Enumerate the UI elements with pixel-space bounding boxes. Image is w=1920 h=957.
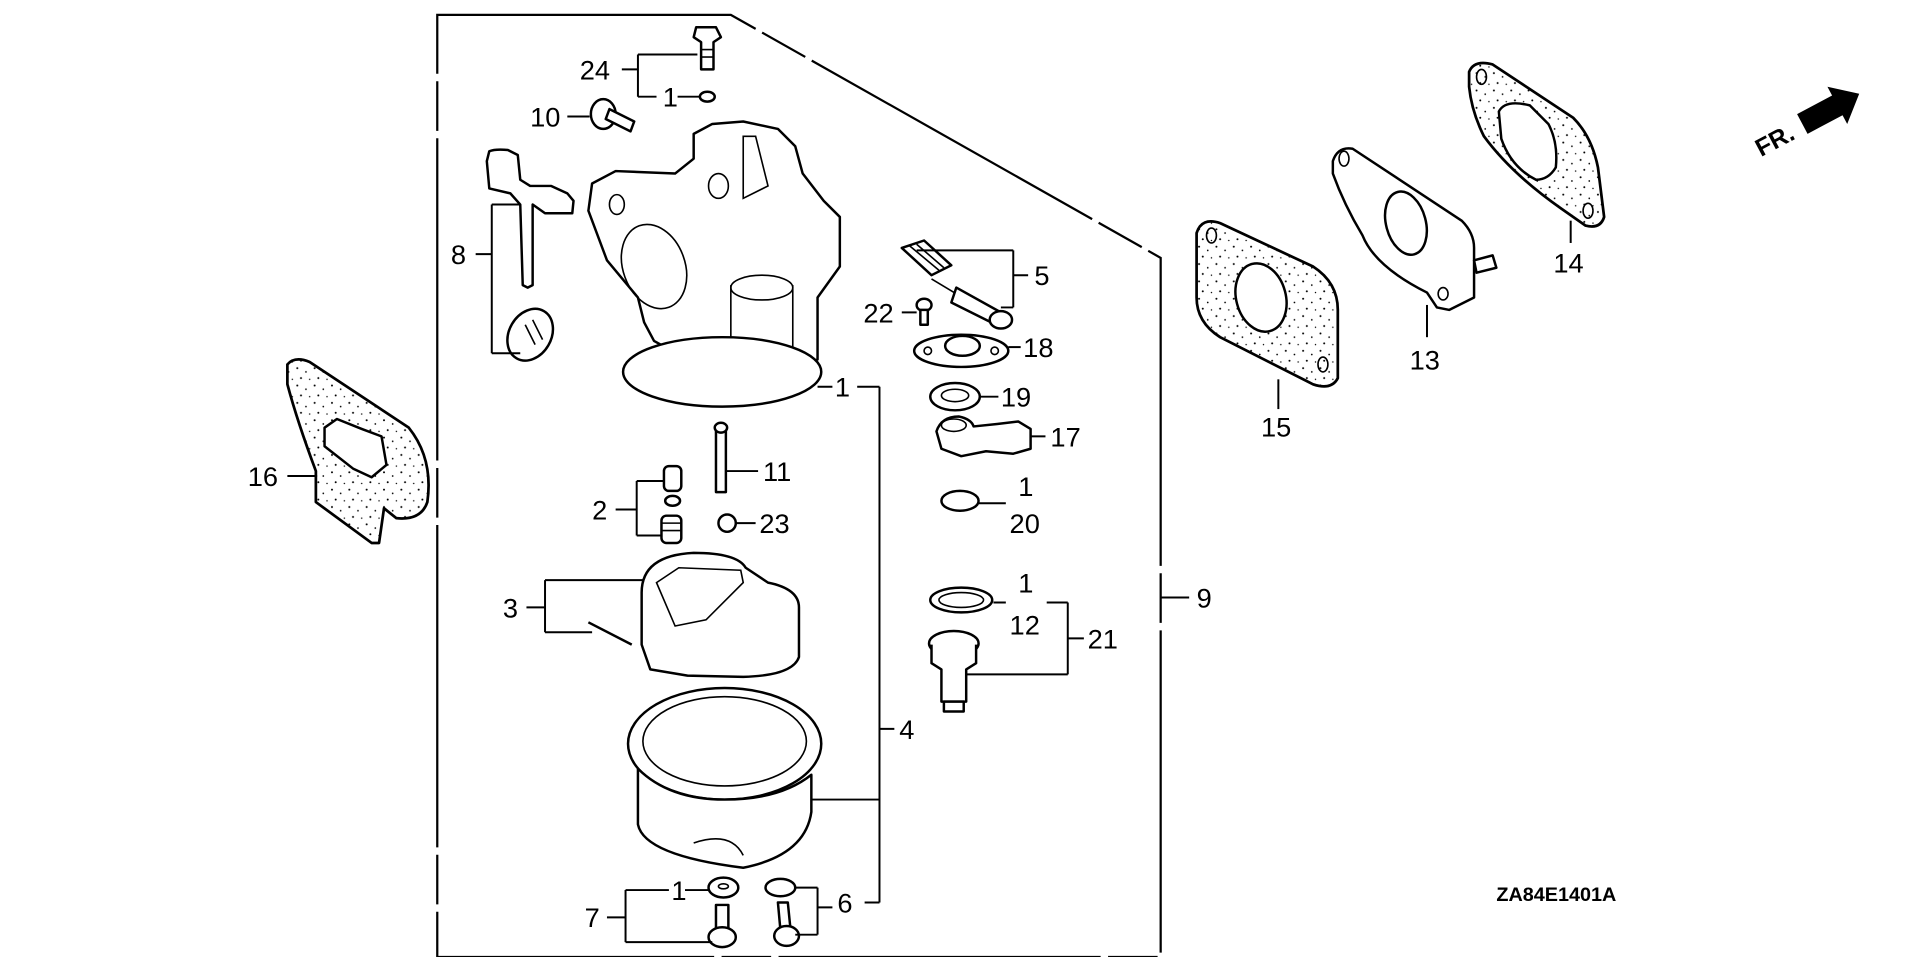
- callout-13: 13: [1410, 344, 1440, 375]
- part-8-choke: [485, 148, 575, 362]
- callout-4: 4: [899, 714, 914, 745]
- part-1-washer-top: [698, 90, 716, 103]
- callout-21: 21: [1088, 623, 1118, 654]
- part-4-float-bowl: [626, 686, 823, 869]
- part-11-needle: [713, 421, 729, 494]
- callout-19: 19: [1001, 382, 1031, 413]
- diagram-code: ZA84E1401A: [1496, 884, 1616, 906]
- callout-1: 1: [671, 875, 686, 906]
- part-carburetor-body: [587, 120, 842, 408]
- part-3-float: [587, 551, 801, 679]
- part-10-screw: [589, 97, 636, 133]
- callout-12: 12: [1010, 610, 1040, 641]
- part-13-insulator: [1331, 147, 1498, 312]
- callout-15: 15: [1261, 411, 1291, 442]
- part-2-jet: [660, 464, 683, 545]
- part-6-washer-bolt: [764, 877, 801, 948]
- callout-16: 16: [248, 461, 278, 492]
- part-15-gasket: [1195, 220, 1340, 388]
- assembly-frame: [436, 13, 1162, 957]
- part-5-pilot-screw: [900, 239, 1014, 330]
- part-23-nut: [717, 513, 738, 534]
- callout-20: 20: [1010, 508, 1040, 539]
- fr-label: FR.: [1751, 120, 1799, 163]
- part-22-screw: [915, 297, 933, 327]
- callout-18: 18: [1023, 332, 1053, 363]
- callout-8: 8: [451, 239, 466, 270]
- part-12-o-ring: [929, 586, 994, 614]
- callout-23: 23: [759, 508, 789, 539]
- callout-3: 3: [503, 592, 518, 623]
- part-14-gasket: [1467, 61, 1606, 228]
- callout-1: 1: [835, 372, 850, 403]
- callout-17: 17: [1050, 421, 1080, 452]
- front-direction-indicator: FR.: [1751, 86, 1860, 163]
- part-19-gasket: [929, 381, 982, 412]
- callout-9: 9: [1197, 582, 1212, 613]
- part-1-washer-bottom: [707, 876, 740, 899]
- part-21-drain-plug: [927, 629, 980, 713]
- callout-1: 1: [1018, 568, 1033, 599]
- callout-1: 1: [663, 82, 678, 113]
- arrow-icon: [1797, 86, 1860, 134]
- callout-24: 24: [580, 54, 610, 85]
- leader-lines: [287, 53, 1572, 944]
- part-20-washer: [940, 489, 980, 512]
- callout-labels: 24 1 10 8 5 22 18 1 19 17 11 2 23 1 20 1…: [248, 54, 1584, 933]
- callout-5: 5: [1034, 260, 1049, 291]
- part-17-lever: [935, 415, 1032, 458]
- callout-7: 7: [585, 902, 600, 933]
- callout-14: 14: [1553, 248, 1583, 279]
- part-16-opening: [323, 417, 388, 479]
- callout-10: 10: [530, 101, 560, 132]
- callout-11: 11: [763, 456, 791, 487]
- callout-2: 2: [592, 494, 607, 525]
- callout-6: 6: [837, 887, 852, 918]
- part-18-plate: [912, 333, 1010, 369]
- part-24-screw: [692, 26, 723, 71]
- part-7-bolt: [707, 903, 738, 949]
- callout-1: 1: [1018, 471, 1033, 502]
- callout-22: 22: [863, 297, 893, 328]
